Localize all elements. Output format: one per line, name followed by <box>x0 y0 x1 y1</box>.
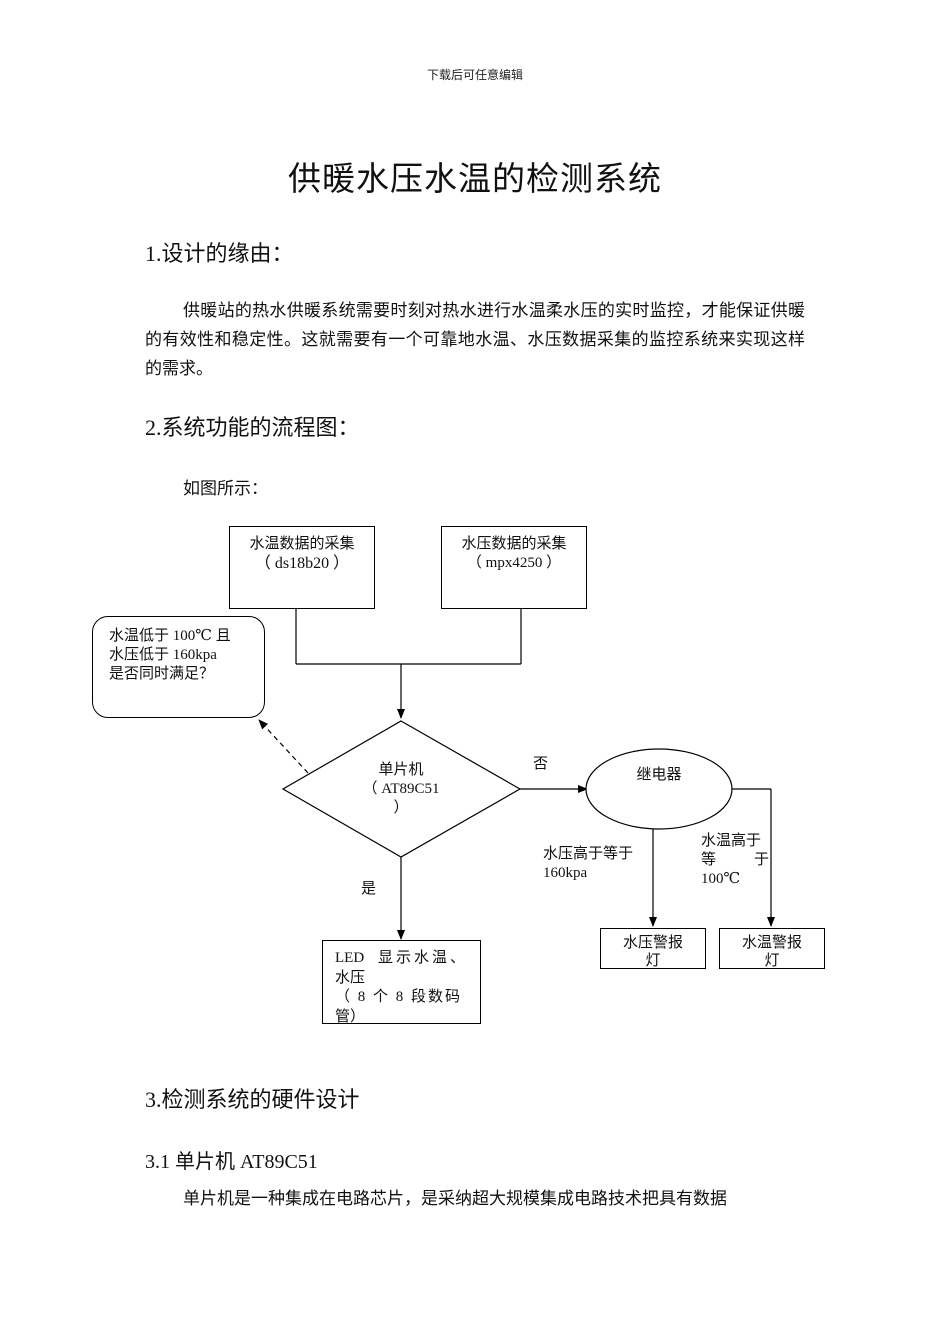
section-1-heading: 1.设计的缘由： <box>145 241 294 266</box>
mcu-label: 单片机 （ AT89C51 ） <box>351 761 451 818</box>
temp-condition-line-1: 水温高于 <box>701 833 762 849</box>
page-title: 供暖水压水温的检测系统 <box>288 162 662 198</box>
section-3-1-paragraph: 单片机是一种集成在电路芯片，是采纳超大规模集成电路技术把具有数据 <box>183 1189 727 1208</box>
section-2-heading: 2.系统功能的流程图： <box>145 415 360 440</box>
header-note: 下载后可任意编辑 <box>426 68 523 82</box>
temp-collect-sensor: （ ds18b20 ） <box>254 555 350 572</box>
temp-alarm-box: 水温警报 灯 <box>719 928 825 969</box>
press-condition-line-1: 水压高于等于 <box>543 846 634 862</box>
mcu-line-1: 单片机 <box>378 762 424 778</box>
section-3-heading: 3.检测系统的硬件设计 <box>145 1087 360 1112</box>
press-collect-sensor: （ mpx4250 ） <box>466 555 562 571</box>
press-alarm-line-2: 灯 <box>645 953 661 969</box>
led-line-4: 管） <box>335 1008 366 1025</box>
temp-collect-box: 水温数据的采集 （ ds18b20 ） <box>229 526 375 609</box>
temp-condition-line-3: 100℃ <box>701 871 741 887</box>
press-collect-box: 水压数据的采集 （ mpx4250 ） <box>441 526 587 609</box>
temp-alarm-line-2: 灯 <box>764 953 780 969</box>
section-3-1-heading: 3.1 单片机 AT89C51 <box>145 1151 318 1173</box>
section-1-paragraph: 供暖站的热水供暖系统需要时刻对热水进行水温柔水压的实时监控，才能保证供暖的有效性… <box>145 301 805 378</box>
relay-ellipse <box>585 748 733 830</box>
press-alarm-line-1: 水压警报 <box>622 935 683 951</box>
mcu-line-3: ） <box>393 800 409 816</box>
press-alarm-box: 水压警报 灯 <box>600 928 706 969</box>
led-line-2: 水压 <box>335 969 366 986</box>
temp-collect-label: 水温数据的采集 <box>249 536 355 552</box>
temp-condition-line-2: 等 于 <box>701 852 769 868</box>
no-branch-label: 否 <box>533 756 549 772</box>
condition-line-2: 水压低于 160kpa <box>109 647 217 663</box>
condition-line-1: 水温低于 100℃ 且 <box>109 628 231 644</box>
mcu-line-2: （ AT89C51 <box>362 781 440 797</box>
temp-alarm-line-1: 水温警报 <box>741 935 802 951</box>
led-line-1: LED 显示水温、 <box>335 950 468 966</box>
led-line-3: （ 8 个 8 段数码 <box>335 989 463 1005</box>
section-2-intro: 如图所示： <box>183 479 268 498</box>
press-collect-label: 水压数据的采集 <box>461 536 567 552</box>
temp-condition-label: 水温高于 等 于 100℃ <box>701 832 769 889</box>
relay-label: 继电器 <box>636 767 682 783</box>
condition-dashed-arrow <box>258 719 309 774</box>
press-condition-label: 水压高于等于 160kpa <box>543 845 633 883</box>
yes-branch-label: 是 <box>361 881 377 897</box>
press-condition-line-2: 160kpa <box>543 865 588 881</box>
condition-box: 水温低于 100℃ 且 水压低于 160kpa 是否同时满足？ <box>92 616 265 718</box>
led-display-box: LED 显示水温、 水压 （ 8 个 8 段数码 管） <box>322 940 481 1025</box>
condition-line-3: 是否同时满足？ <box>109 666 215 682</box>
